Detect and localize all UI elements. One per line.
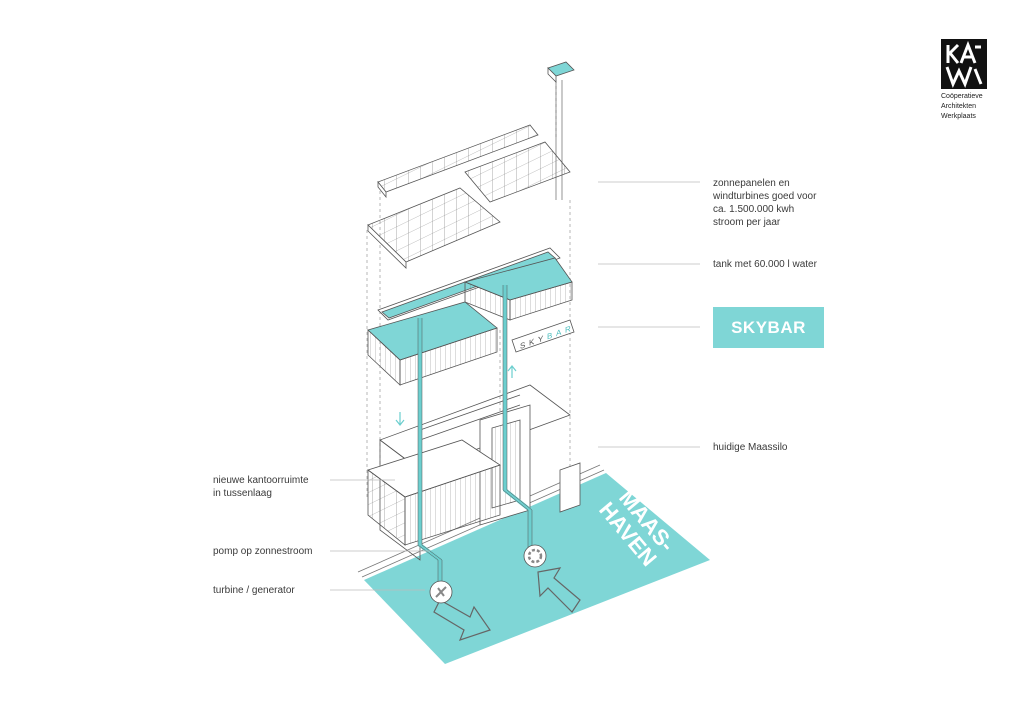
sign-letter: K xyxy=(529,337,535,348)
sign-letter: B xyxy=(547,331,553,342)
roof-module xyxy=(547,61,575,200)
sign-letter: R xyxy=(565,324,571,335)
solar-label-line-1: zonnepanelen en xyxy=(713,178,790,189)
flow-arrow-icon xyxy=(433,567,581,641)
solar-label-line-4: stroom per jaar xyxy=(713,217,781,228)
office-label-line-2: in tussenlaag xyxy=(213,488,272,499)
skybar-badge: SKYBAR xyxy=(713,307,824,348)
solar-label-line-3: ca. 1.500.000 kwh xyxy=(713,204,795,215)
sign-letter: Y xyxy=(538,334,544,345)
sign-letter: S xyxy=(520,340,526,351)
pump-label: pomp op zonnestroom xyxy=(213,546,313,557)
logo-caption-line-1: Coöperatieve xyxy=(941,93,983,100)
office-label: nieuwe kantoorruimte in tussenlaag xyxy=(213,474,309,500)
solar-label: zonnepanelen en windturbines goed voor c… xyxy=(713,177,816,229)
silo-label: huidige Maassilo xyxy=(713,442,788,453)
turbine-label: turbine / generator xyxy=(213,585,295,596)
sign-letter: A xyxy=(556,328,562,339)
tank-label: tank met 60.000 l water xyxy=(713,259,817,270)
office-label-line-1: nieuwe kantoorruimte xyxy=(213,475,309,486)
solar-label-line-2: windturbines goed voor xyxy=(713,191,817,202)
direction-arrow-icon xyxy=(395,365,517,426)
logo-caption-line-2: Architekten xyxy=(941,103,977,110)
kaw-logo-mark xyxy=(945,40,983,88)
pump-icon xyxy=(523,544,547,568)
kaw-logo xyxy=(941,39,987,89)
leader-lines xyxy=(330,181,700,591)
solar-panels xyxy=(367,124,571,269)
logo-caption-line-3: Werkplaats xyxy=(941,113,976,120)
pipe-outlines xyxy=(417,285,533,585)
water-tanks xyxy=(367,247,573,386)
water-pipes xyxy=(418,285,532,585)
turbine-icon xyxy=(429,580,453,604)
logo-caption: Coöperatieve Architekten Werkplaats xyxy=(941,92,983,122)
